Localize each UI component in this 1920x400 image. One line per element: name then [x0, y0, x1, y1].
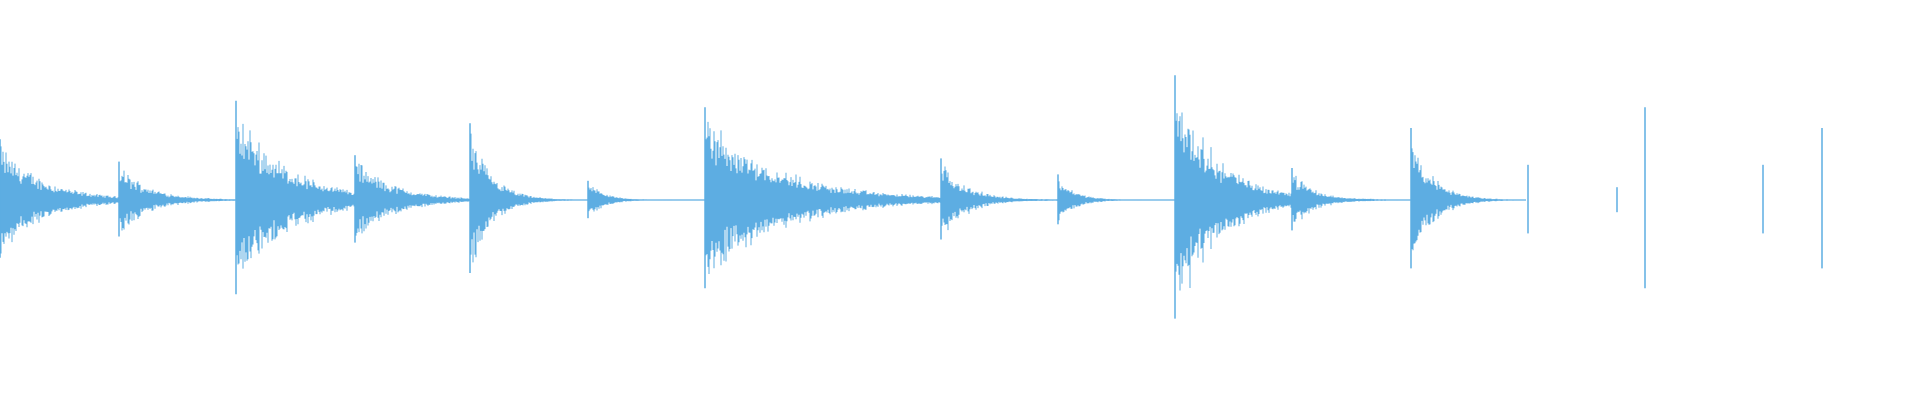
waveform-transient	[1410, 148, 1517, 251]
waveform-transient	[469, 133, 576, 263]
waveform-transient	[940, 166, 1068, 231]
waveform-transient	[587, 181, 672, 217]
waveform-transients	[0, 75, 1823, 319]
waveform-transient	[1174, 102, 1386, 294]
waveform-transient	[1057, 179, 1142, 222]
waveform-transient	[704, 121, 1064, 282]
waveform-transient	[1291, 175, 1398, 223]
